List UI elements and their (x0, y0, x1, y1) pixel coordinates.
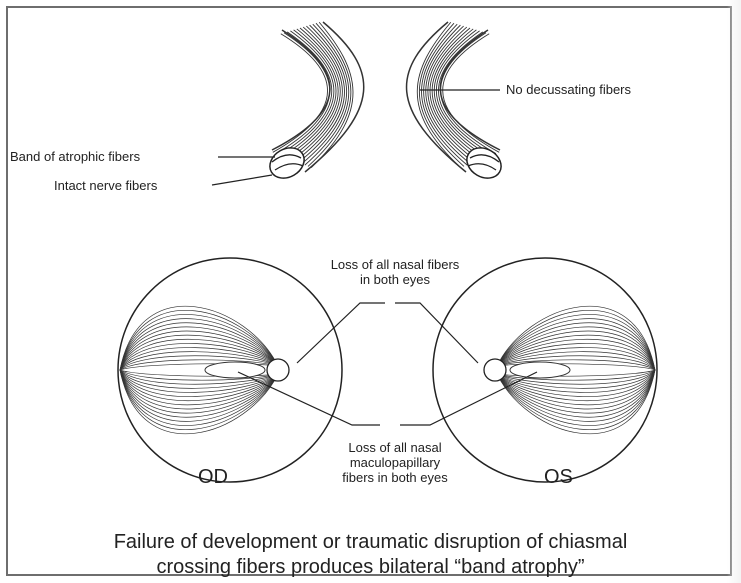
od-macula (205, 362, 265, 378)
caption-line-2: crossing fibers produces bilateral “band… (0, 556, 741, 579)
chiasm-fiber-right (441, 33, 496, 154)
label-loss-nasal-line2: in both eyes (310, 272, 480, 287)
chiasm-fiber-left (292, 28, 340, 160)
right-edge-shade (727, 0, 741, 583)
label-loss-macular-line2: maculopapillary (320, 455, 470, 470)
label-loss-macular-line3: fibers in both eyes (320, 470, 470, 485)
chiasm-fiber-right (443, 34, 499, 153)
eye-label-os: OS (544, 466, 573, 488)
label-intact-fibers: Intact nerve fibers (54, 178, 157, 193)
os-macula (510, 362, 570, 378)
optic-nerve-ends (264, 142, 506, 184)
label-loss-nasal: Loss of all nasal fibers in both eyes (310, 257, 480, 287)
chiasm-fiber-bundle (272, 22, 500, 172)
od-disc (267, 359, 289, 381)
left-nerve-end (461, 142, 506, 184)
chiasm-fiber-left (273, 34, 328, 153)
label-no-decussating: No decussating fibers (506, 82, 631, 97)
chiasm-fiber-left (289, 29, 338, 159)
eye-label-od: OD (198, 466, 228, 488)
label-loss-macular: Loss of all nasal maculopapillary fibers… (320, 440, 470, 485)
leader-intact-fibers (212, 175, 272, 185)
chiasm-fiber-left (276, 33, 330, 154)
os-disc (484, 359, 506, 381)
retina-od (118, 258, 342, 482)
label-band-atrophic: Band of atrophic fibers (10, 149, 140, 164)
chiasm-fiber-left (279, 32, 332, 155)
label-loss-macular-line1: Loss of all nasal (320, 440, 470, 455)
label-loss-nasal-line1: Loss of all nasal fibers (310, 257, 480, 272)
chiasm-outline-right-inner (407, 22, 466, 172)
caption-line-1: Failure of development or traumatic disr… (0, 531, 741, 554)
